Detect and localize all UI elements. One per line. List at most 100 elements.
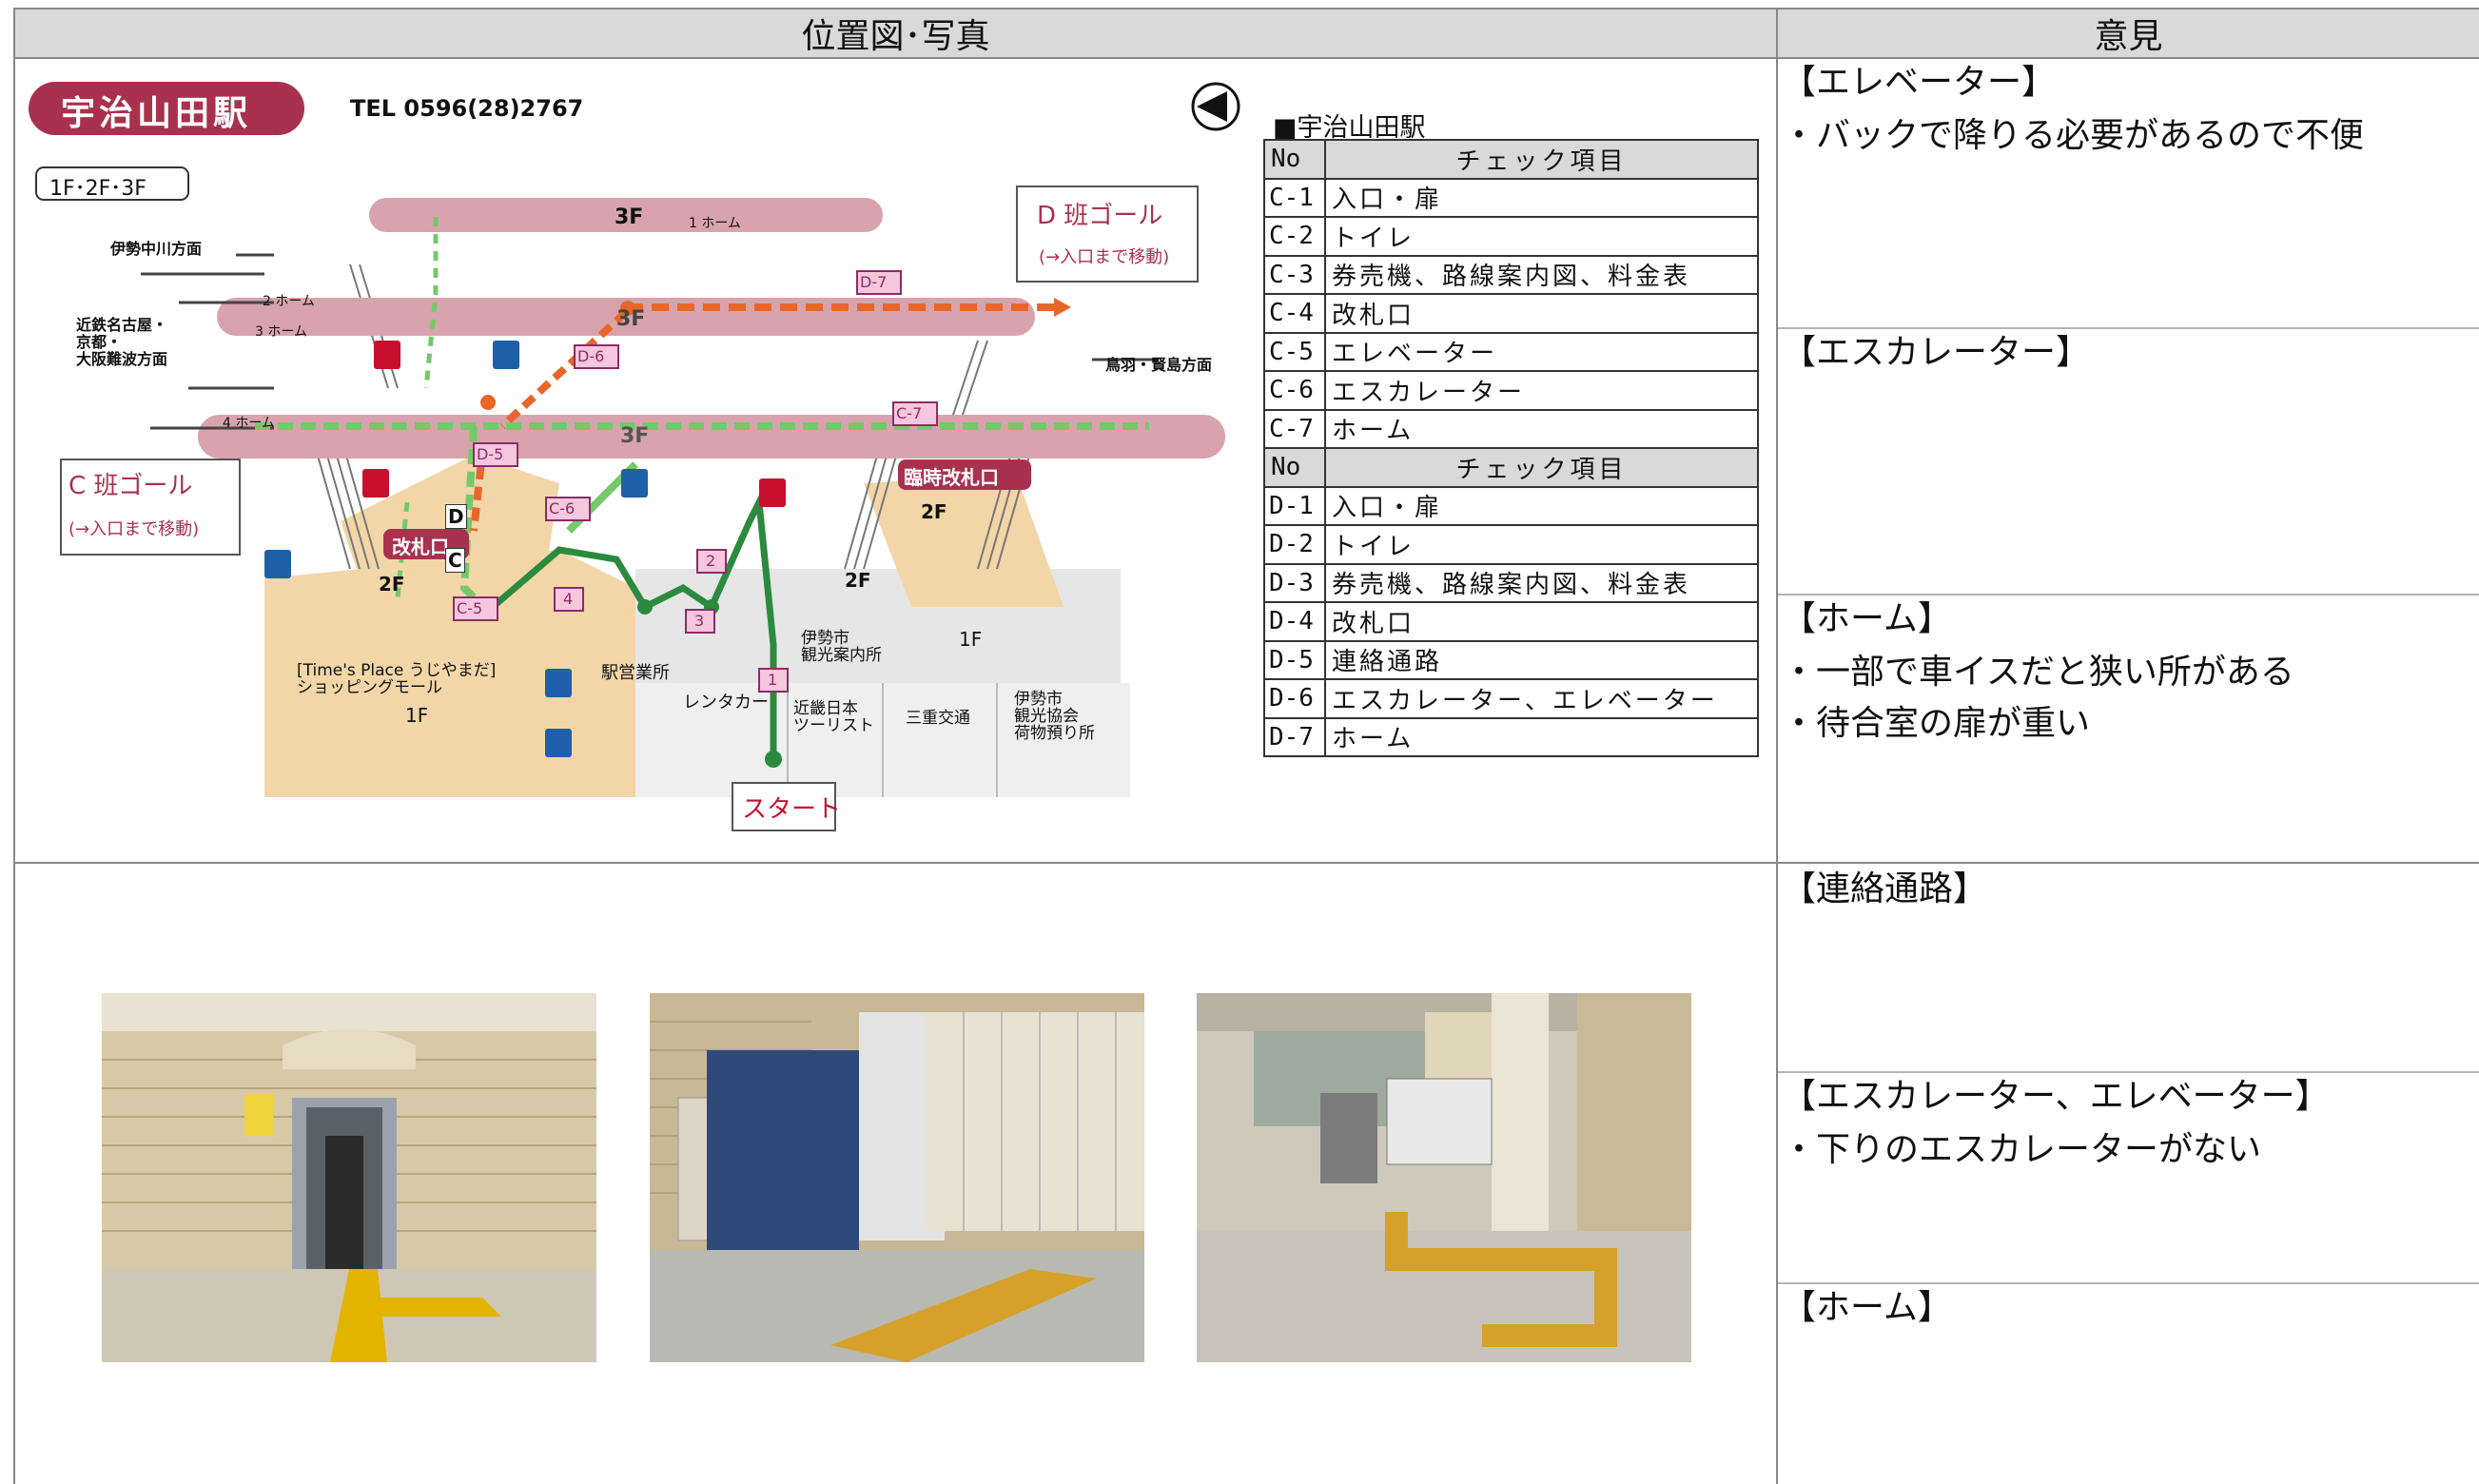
col-no-header: No	[1263, 139, 1326, 180]
row-divider-right	[1776, 862, 2479, 864]
checklist-item: エスカレーター	[1324, 370, 1759, 411]
route-d-passage	[470, 444, 487, 532]
marker-boxes	[453, 270, 938, 693]
checklist-no: C-7	[1263, 408, 1326, 449]
label-1f-right: 1F	[959, 628, 983, 651]
checklist-no: D-2	[1263, 524, 1326, 565]
d-goal-sub: (→入口まで移動)	[1039, 247, 1170, 267]
checklist-no: C-4	[1263, 293, 1326, 334]
marker-c6: C-6	[549, 499, 576, 517]
row-divider-left	[13, 862, 1778, 864]
checklist-no: C-1	[1263, 177, 1326, 218]
label-2f-mid: 2F	[845, 569, 871, 592]
marker-d6: D-6	[577, 347, 605, 365]
label-1f-left: 1F	[405, 704, 429, 727]
facility-icons	[264, 341, 648, 757]
station-map-graphic	[29, 82, 1240, 831]
frame-left-border	[13, 8, 15, 1484]
station-tel: TEL 0596(28)2767	[350, 95, 584, 122]
label-2f-left: 2F	[379, 573, 405, 596]
checklist-no: D-7	[1263, 716, 1326, 757]
platform-3-label: 3 ホーム	[255, 324, 307, 340]
kinki-2: ツーリスト	[793, 716, 874, 735]
route-d-escalator	[499, 309, 629, 429]
column-divider	[1776, 8, 1778, 1484]
opinion-home2-heading: 【ホーム】	[1782, 1288, 1952, 1327]
checklist-no: D-1	[1263, 485, 1326, 526]
col-item-header: チェック項目	[1324, 139, 1759, 180]
photo-passage	[1197, 993, 1691, 1362]
ise-kyokai-3: 荷物預り所	[1014, 724, 1095, 743]
checklist-item: エスカレーター、エレベーター	[1324, 678, 1759, 719]
checklist-item: ホーム	[1324, 716, 1759, 757]
opinion-renraku-heading: 【連絡通路】	[1782, 869, 1988, 908]
checklist-no: C-2	[1263, 216, 1326, 257]
label-2f-right: 2F	[921, 500, 947, 523]
rail-lines	[141, 253, 1159, 430]
opinion-elevator-note: ・バックで降りる必要があるので不便	[1782, 116, 2365, 155]
platform-3f-low	[198, 415, 1225, 459]
opinion-home-note-1: ・一部で車イスだと狭い所がある	[1782, 653, 2294, 692]
opinion-divider-1	[1778, 327, 2479, 329]
sanko-label: 三重交通	[906, 709, 970, 728]
checklist-item: トイレ	[1324, 216, 1759, 257]
rentacar-label: レンタカー	[683, 693, 769, 713]
checklist-no: D-4	[1263, 601, 1326, 642]
marker-3: 3	[694, 612, 705, 630]
route-c-upper	[423, 217, 439, 389]
facility-icons-red	[362, 341, 786, 507]
checklist-no: C-5	[1263, 331, 1326, 372]
col-no-header: No	[1263, 447, 1326, 488]
opinion-esc-elev-heading: 【エスカレーター、エレベーター】	[1782, 1077, 2330, 1116]
checklist-item: 入口・扉	[1324, 485, 1759, 526]
checklist-no: C-6	[1263, 370, 1326, 411]
label-3f-low: 3F	[620, 424, 650, 448]
checklist-item: 券売機、路線案内図、料金表	[1324, 254, 1759, 295]
marker-1: 1	[768, 671, 778, 689]
ise-kyokai-2: 観光協会	[1014, 707, 1079, 726]
floor-badge-label: 1F･2F･3F	[49, 177, 146, 201]
kaisatsu-label: 改札口	[392, 536, 449, 558]
opinion-esc-elev-note: ・下りのエスカレーターがない	[1782, 1130, 2262, 1169]
ise-kyokai-1: 伊勢市	[1014, 690, 1063, 709]
document-frame: 位置図･写真 意見	[13, 8, 2479, 1484]
marker-4: 4	[563, 590, 574, 608]
c-goal-box	[60, 459, 241, 556]
dir-ise-nakagawa: 伊勢中川方面	[110, 240, 203, 258]
rinji-kaisatsu-badge	[898, 459, 1031, 490]
opinion-home-note-2: ・待合室の扉が重い	[1782, 704, 2091, 743]
checklist-item: トイレ	[1324, 524, 1759, 565]
frame-top-border	[13, 8, 2479, 10]
start-label: スタート	[742, 795, 842, 824]
label-3f-top: 3F	[615, 205, 644, 229]
ise-kanko-1: 伊勢市	[801, 629, 849, 648]
route-main	[490, 490, 777, 759]
station-name: 宇治山田駅	[61, 94, 252, 133]
floor-2f-right-area	[864, 474, 1064, 607]
opinion-divider-3	[1778, 1071, 2479, 1073]
c-goal-sub: (→入口まで移動)	[68, 519, 200, 539]
header-opinions: 意見	[1776, 8, 2479, 59]
header-location-photos: 位置図･写真	[13, 8, 1778, 59]
checklist-item: 改札口	[1324, 293, 1759, 334]
col-item-header: チェック項目	[1324, 447, 1759, 488]
station-badge	[29, 82, 304, 135]
floor-badge	[35, 166, 189, 201]
marker-letter-d: D	[445, 504, 467, 529]
c-goal-title: C 班ゴール	[68, 472, 193, 500]
platform-4-label: 4 ホーム	[223, 416, 275, 431]
checklist-no: D-3	[1263, 562, 1326, 603]
dir-kintetsu-1: 近鉄名古屋・	[76, 316, 168, 334]
rinji-kaisatsu-label: 臨時改札口	[904, 466, 999, 489]
photo-lockers	[650, 993, 1144, 1362]
checklist-item: 入口・扉	[1324, 177, 1759, 218]
